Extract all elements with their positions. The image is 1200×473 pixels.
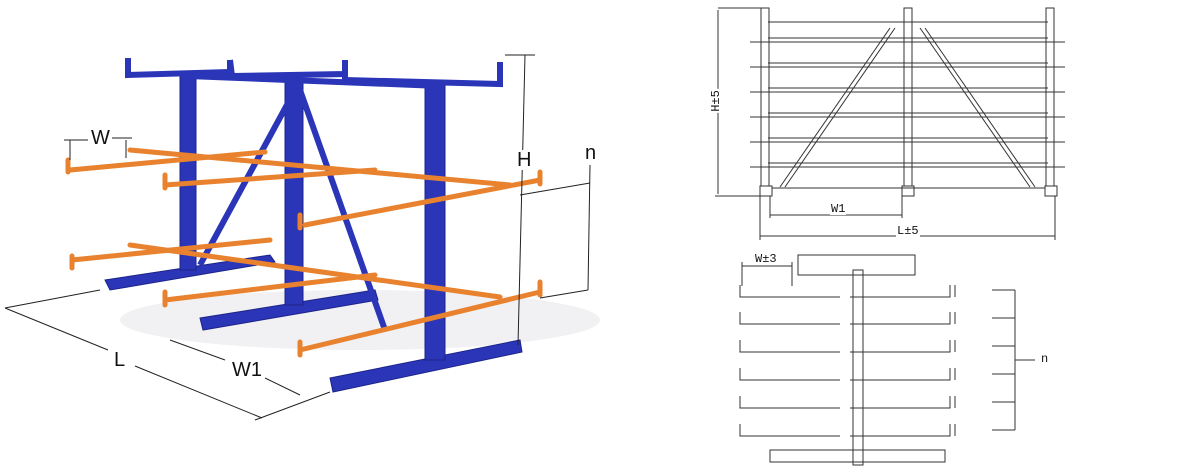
label-w: W xyxy=(89,127,112,149)
front-elevation-drawing: H±5 W1 L±5 xyxy=(700,0,1100,250)
label-length-tolerance: L±5 xyxy=(896,224,920,238)
label-levels-n: n xyxy=(1040,352,1050,366)
isometric-rack-view: W L W1 H n xyxy=(4,54,600,421)
label-l: L xyxy=(112,349,128,371)
label-w1: W1 xyxy=(230,359,264,381)
columns xyxy=(179,74,446,361)
base-beams xyxy=(104,254,523,393)
cantilever-rack-illustration xyxy=(4,54,600,421)
cantilever-arms xyxy=(65,147,543,358)
label-height-tolerance: H±5 xyxy=(708,89,723,113)
label-w1: W1 xyxy=(830,202,847,216)
label-arm-width-tolerance: W±3 xyxy=(754,252,778,266)
label-h: H xyxy=(515,149,534,171)
side-elevation-drawing: W±3 n xyxy=(720,250,1070,473)
label-n: n xyxy=(583,142,599,164)
